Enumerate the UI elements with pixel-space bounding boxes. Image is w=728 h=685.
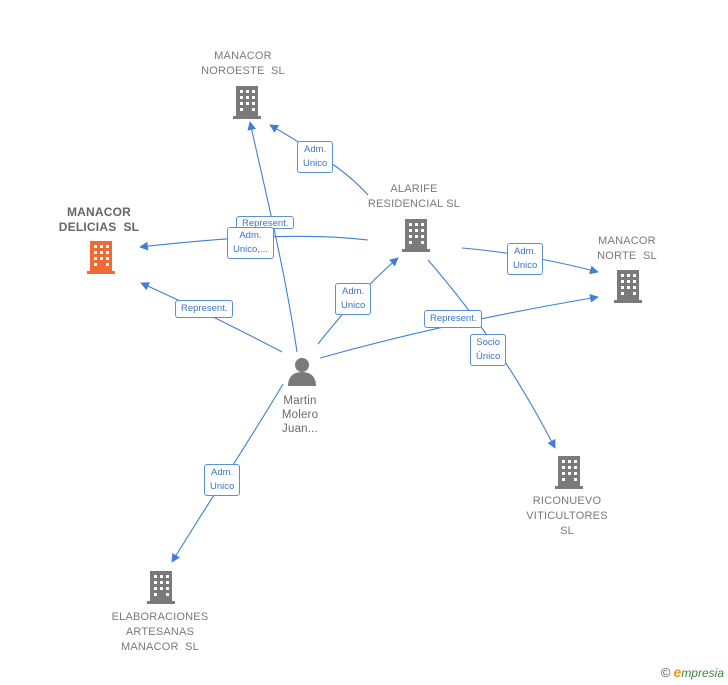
edge-label-alarife-norte[interactable]: Adm. Unico	[507, 243, 544, 275]
node-riconuevo-label[interactable]: RICONUEVO VITICULTORES SL	[526, 495, 608, 537]
brand-watermark: ©empresia	[661, 664, 724, 680]
node-norte-building-icon[interactable]	[614, 270, 642, 303]
brand-logo-initial: e	[673, 664, 682, 680]
edge-label-person-delicias[interactable]: Represent.	[175, 300, 234, 318]
node-alarife-label[interactable]: ALARIFE RESIDENCIAL SL	[367, 183, 461, 210]
copyright-symbol: ©	[660, 665, 671, 680]
edge-label-person-elaboraciones[interactable]: Adm. Unico	[204, 464, 241, 496]
node-delicias-building-icon[interactable]	[87, 241, 115, 274]
brand-logo-text: mpresia	[681, 666, 724, 680]
node-noroeste-building-icon[interactable]	[233, 86, 261, 119]
node-norte-label[interactable]: MANACOR NORTE SL	[597, 235, 657, 262]
node-alarife-building-icon[interactable]	[402, 219, 430, 252]
edge-label-person-norte[interactable]: Represent.	[424, 310, 483, 328]
edge-person-noroeste	[247, 121, 298, 353]
edge-label-alarife-noroeste[interactable]: Adm. Unico	[297, 141, 334, 173]
node-riconuevo-building-icon[interactable]	[555, 456, 583, 489]
node-elaboraciones-building-icon[interactable]	[147, 571, 175, 604]
node-delicias-label[interactable]: MANACOR DELICIAS SL	[58, 205, 140, 234]
node-person-label[interactable]: Martin Molero Juan...	[281, 395, 319, 435]
node-elaboraciones-label[interactable]: ELABORACIONES ARTESANAS MANACOR SL	[111, 611, 209, 653]
edge-label-person-alarife[interactable]: Adm. Unico	[335, 283, 372, 315]
edge-alarife-noroeste	[269, 124, 369, 196]
edge-label-alarife-riconuevo[interactable]: Socio Único	[470, 334, 507, 366]
edge-label-alarife-delicias[interactable]: Adm. Unico,...	[227, 227, 274, 259]
node-noroeste-label[interactable]: MANACOR NOROESTE SL	[201, 50, 285, 77]
node-person-person-icon[interactable]	[288, 358, 316, 386]
